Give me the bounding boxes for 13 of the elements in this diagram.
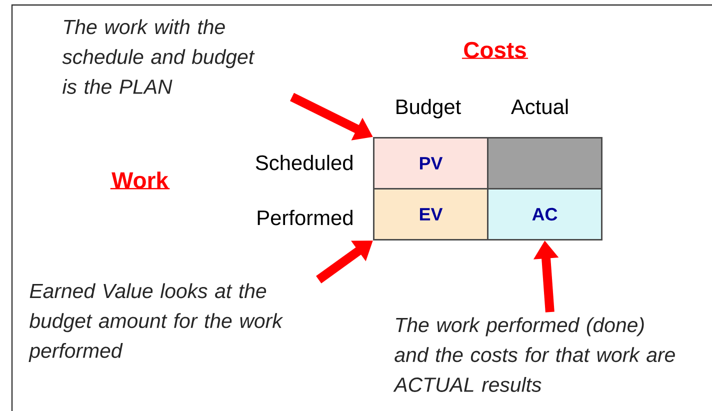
callout-text: Earned Value looks at the budget amount for the work performed [28,283,284,362]
heading: Costs [462,42,528,59]
heading: Work [110,172,170,190]
grid-cell: AC [487,188,602,240]
grid-cell: EV [373,188,488,240]
row-label: Scheduled [256,154,352,170]
grid-cell: PV [373,137,488,190]
column-label: Actual [510,98,568,114]
callout-text: The work performed (done) and the costs for that work are ACTUAL results [393,317,675,392]
callout-text: The work with the schedule and budget is the PLAN [62,19,255,94]
shaded-cell [487,137,602,190]
column-label: Budget [396,98,461,118]
row-label: Performed [258,210,352,226]
